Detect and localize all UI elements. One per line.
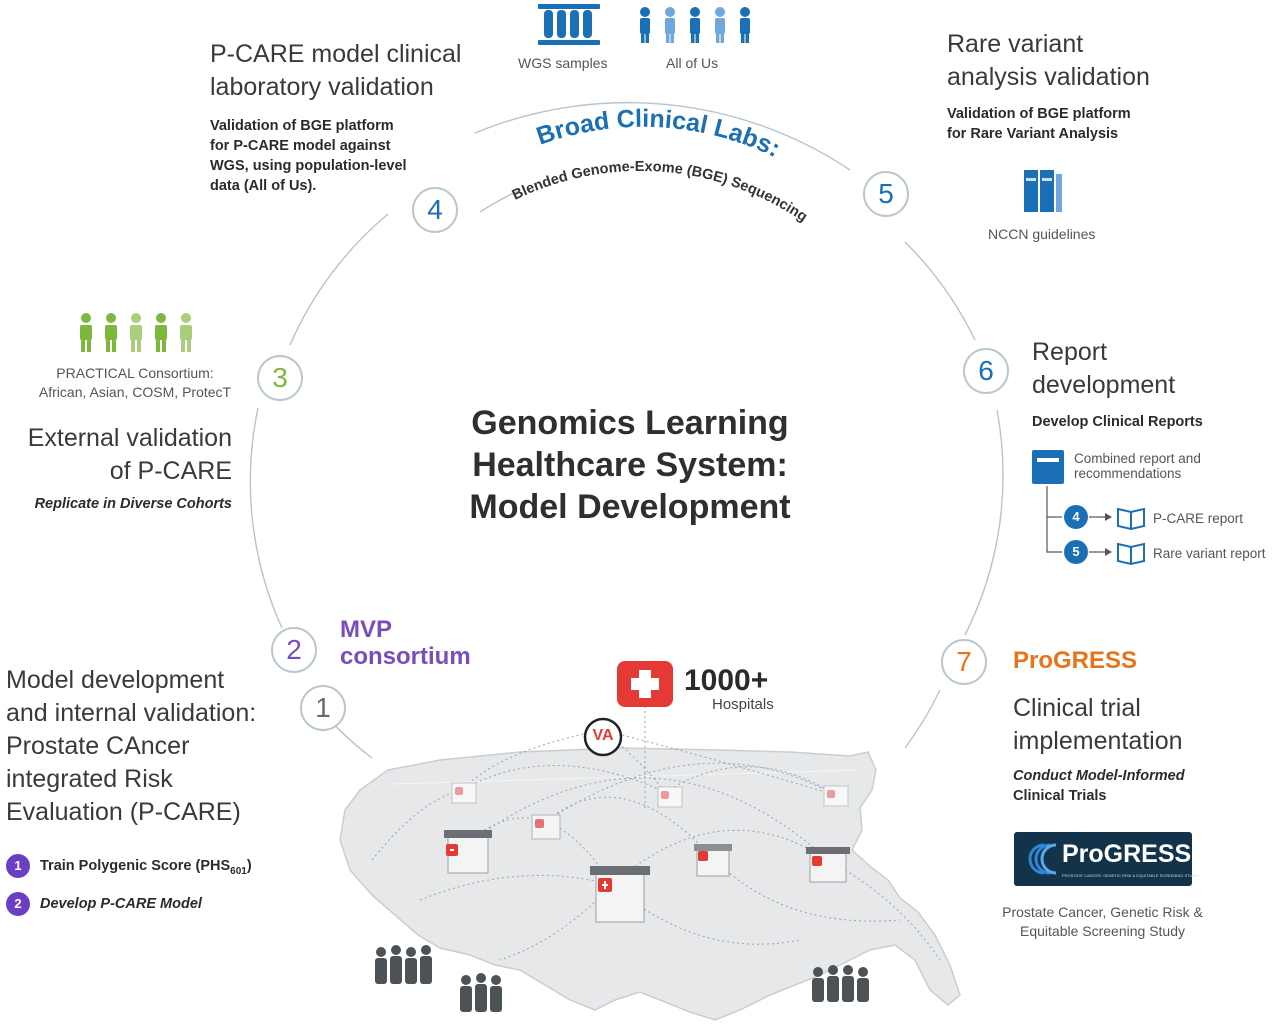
va-badge <box>583 717 623 757</box>
combined-report-label: Combined report and recommendations <box>1074 451 1201 481</box>
step-3-sub: Replicate in Diverse Cohorts <box>34 496 232 512</box>
progress-logo-tagline: PROSTATE CANCER, GENETIC RISK & EQUITABL… <box>1062 873 1199 878</box>
task-1-text: Train Polygenic Score (PHS601) <box>40 856 252 882</box>
step-6-number: 6 <box>963 348 1009 394</box>
practical-caption-2: African, Asian, COSM, ProtecT <box>38 384 232 400</box>
step-5-heading-1: Rare variant <box>947 30 1084 58</box>
progress-logo-icon <box>1028 843 1057 875</box>
main-title: Genomics Learning Healthcare System: Mod… <box>380 402 880 528</box>
wgs-samples-label: WGS samples <box>518 55 608 71</box>
step-4-body-2: for P-CARE model against <box>210 138 391 154</box>
main-title-line-3: Model Development <box>469 488 791 526</box>
report-arrowheads <box>1105 513 1112 556</box>
step-4-number: 4 <box>412 187 458 233</box>
step-7-heading-2: implementation <box>1013 727 1183 755</box>
task-1-subscript: 601 <box>230 865 247 877</box>
step-7-section: Clinical trial implementation Conduct Mo… <box>1013 692 1273 806</box>
diverse-people-icon <box>80 313 192 352</box>
task-1-label: Train Polygenic Score (PHS <box>40 858 231 874</box>
step-7-heading-1: Clinical trial <box>1013 694 1141 722</box>
ref-badge-5: 5 <box>1064 540 1088 564</box>
step-6-heading-1: Report <box>1032 338 1108 366</box>
progress-caption: Prostate Cancer, Genetic Risk & Equitabl… <box>990 903 1215 941</box>
practical-caption-1: PRACTICAL Consortium: <box>56 365 214 381</box>
step-6-heading-2: development <box>1032 371 1176 399</box>
task-2-text: Develop P-CARE Model <box>40 896 202 912</box>
practical-caption: PRACTICAL Consortium: African, Asian, CO… <box>30 364 240 402</box>
report-connectors <box>1046 486 1105 553</box>
step-6-sub: Develop Clinical Reports <box>1032 414 1203 430</box>
step-2-label-2: consortium <box>340 643 471 670</box>
step-1-section: Model development and internal validatio… <box>6 664 286 829</box>
pcare-report-label: P-CARE report <box>1153 511 1244 526</box>
step-5-body-1: Validation of BGE platform <box>947 106 1131 122</box>
step-6-section: Report development Develop Clinical Repo… <box>1032 336 1272 432</box>
rare-variant-report-label: Rare variant report <box>1153 546 1266 561</box>
task-1-suffix: ) <box>246 858 252 874</box>
step-1-heading-1: Model development <box>6 666 225 694</box>
step-4-heading-1: P-CARE model clinical <box>210 40 462 68</box>
report-icon <box>1032 450 1064 484</box>
open-book-icon <box>1117 507 1145 566</box>
step-2-number: 2 <box>271 627 317 673</box>
step-4-heading-2: laboratory validation <box>210 73 434 101</box>
step-7-sub-2: Clinical Trials <box>1013 788 1107 804</box>
step-1-heading-2: and internal validation: <box>6 699 257 727</box>
step-2-label: MVP consortium <box>340 616 471 670</box>
step-3-number: 3 <box>257 355 303 401</box>
ref-badge-4: 4 <box>1064 505 1088 529</box>
step-5-heading-2: analysis validation <box>947 63 1150 91</box>
step-4-body-4: data (All of Us). <box>210 178 317 194</box>
progress-name: ProGRESS <box>1013 647 1138 674</box>
arc-subtitle: Blended Genome-Exome (BGE) Sequencing <box>510 159 810 225</box>
hospital-cross-icon <box>617 661 673 707</box>
books-icon <box>1024 170 1062 212</box>
people-icon <box>640 7 750 43</box>
step-5-section: Rare variant analysis validation Validat… <box>947 28 1207 144</box>
step-3-heading-2: of P-CARE <box>109 457 232 485</box>
main-title-line-2: Healthcare System: <box>472 446 788 484</box>
hospitals-count: 1000+ <box>684 664 769 697</box>
step-7-sub-1: Conduct Model-Informed <box>1013 768 1185 784</box>
task-2-badge: 2 <box>6 892 30 916</box>
task-1-badge: 1 <box>6 854 30 878</box>
step-5-body-2: for Rare Variant Analysis <box>947 126 1119 142</box>
step-7-number: 7 <box>941 639 987 685</box>
hospital-buildings <box>444 782 850 923</box>
step-1-heading-3: Prostate CAncer <box>6 732 190 760</box>
arc-title: Broad Clinical Labs: <box>533 105 785 163</box>
all-of-us-label: All of Us <box>666 55 719 71</box>
progress-logo: ProGRESS PROSTATE CANCER, GENETIC RISK &… <box>1014 832 1198 886</box>
combined-report-line-2: recommendations <box>1074 466 1182 481</box>
crowd-icon <box>375 945 869 1012</box>
combined-report-line-1: Combined report and <box>1074 451 1201 466</box>
step-3-section: External validation of P-CARE Replicate … <box>10 422 232 514</box>
step-2-label-1: MVP <box>340 616 393 643</box>
nccn-guidelines-label: NCCN guidelines <box>988 226 1096 242</box>
progress-caption-2: Equitable Screening Study <box>1020 923 1185 939</box>
us-map <box>339 747 961 1021</box>
va-label: VA <box>592 727 614 744</box>
step-4-body-1: Validation of BGE platform <box>210 118 394 134</box>
cycle-ring <box>249 101 1004 759</box>
test-tubes-icon <box>538 4 600 45</box>
progress-caption-1: Prostate Cancer, Genetic Risk & <box>1002 904 1203 920</box>
step-4-section: P-CARE model clinical laboratory validat… <box>210 38 490 196</box>
progress-logo-text: ProGRESS <box>1062 840 1192 868</box>
network-lines <box>371 729 941 961</box>
step-1-number: 1 <box>300 685 346 731</box>
main-title-line-1: Genomics Learning <box>471 404 789 442</box>
step-1-heading-4: integrated Risk <box>6 765 173 793</box>
step-5-number: 5 <box>863 171 909 217</box>
step-1-heading-5: Evaluation (P-CARE) <box>6 798 241 826</box>
hospitals-label: Hospitals <box>712 696 774 713</box>
step-3-heading-1: External validation <box>27 424 232 452</box>
step-4-body-3: WGS, using population-level <box>210 158 407 174</box>
